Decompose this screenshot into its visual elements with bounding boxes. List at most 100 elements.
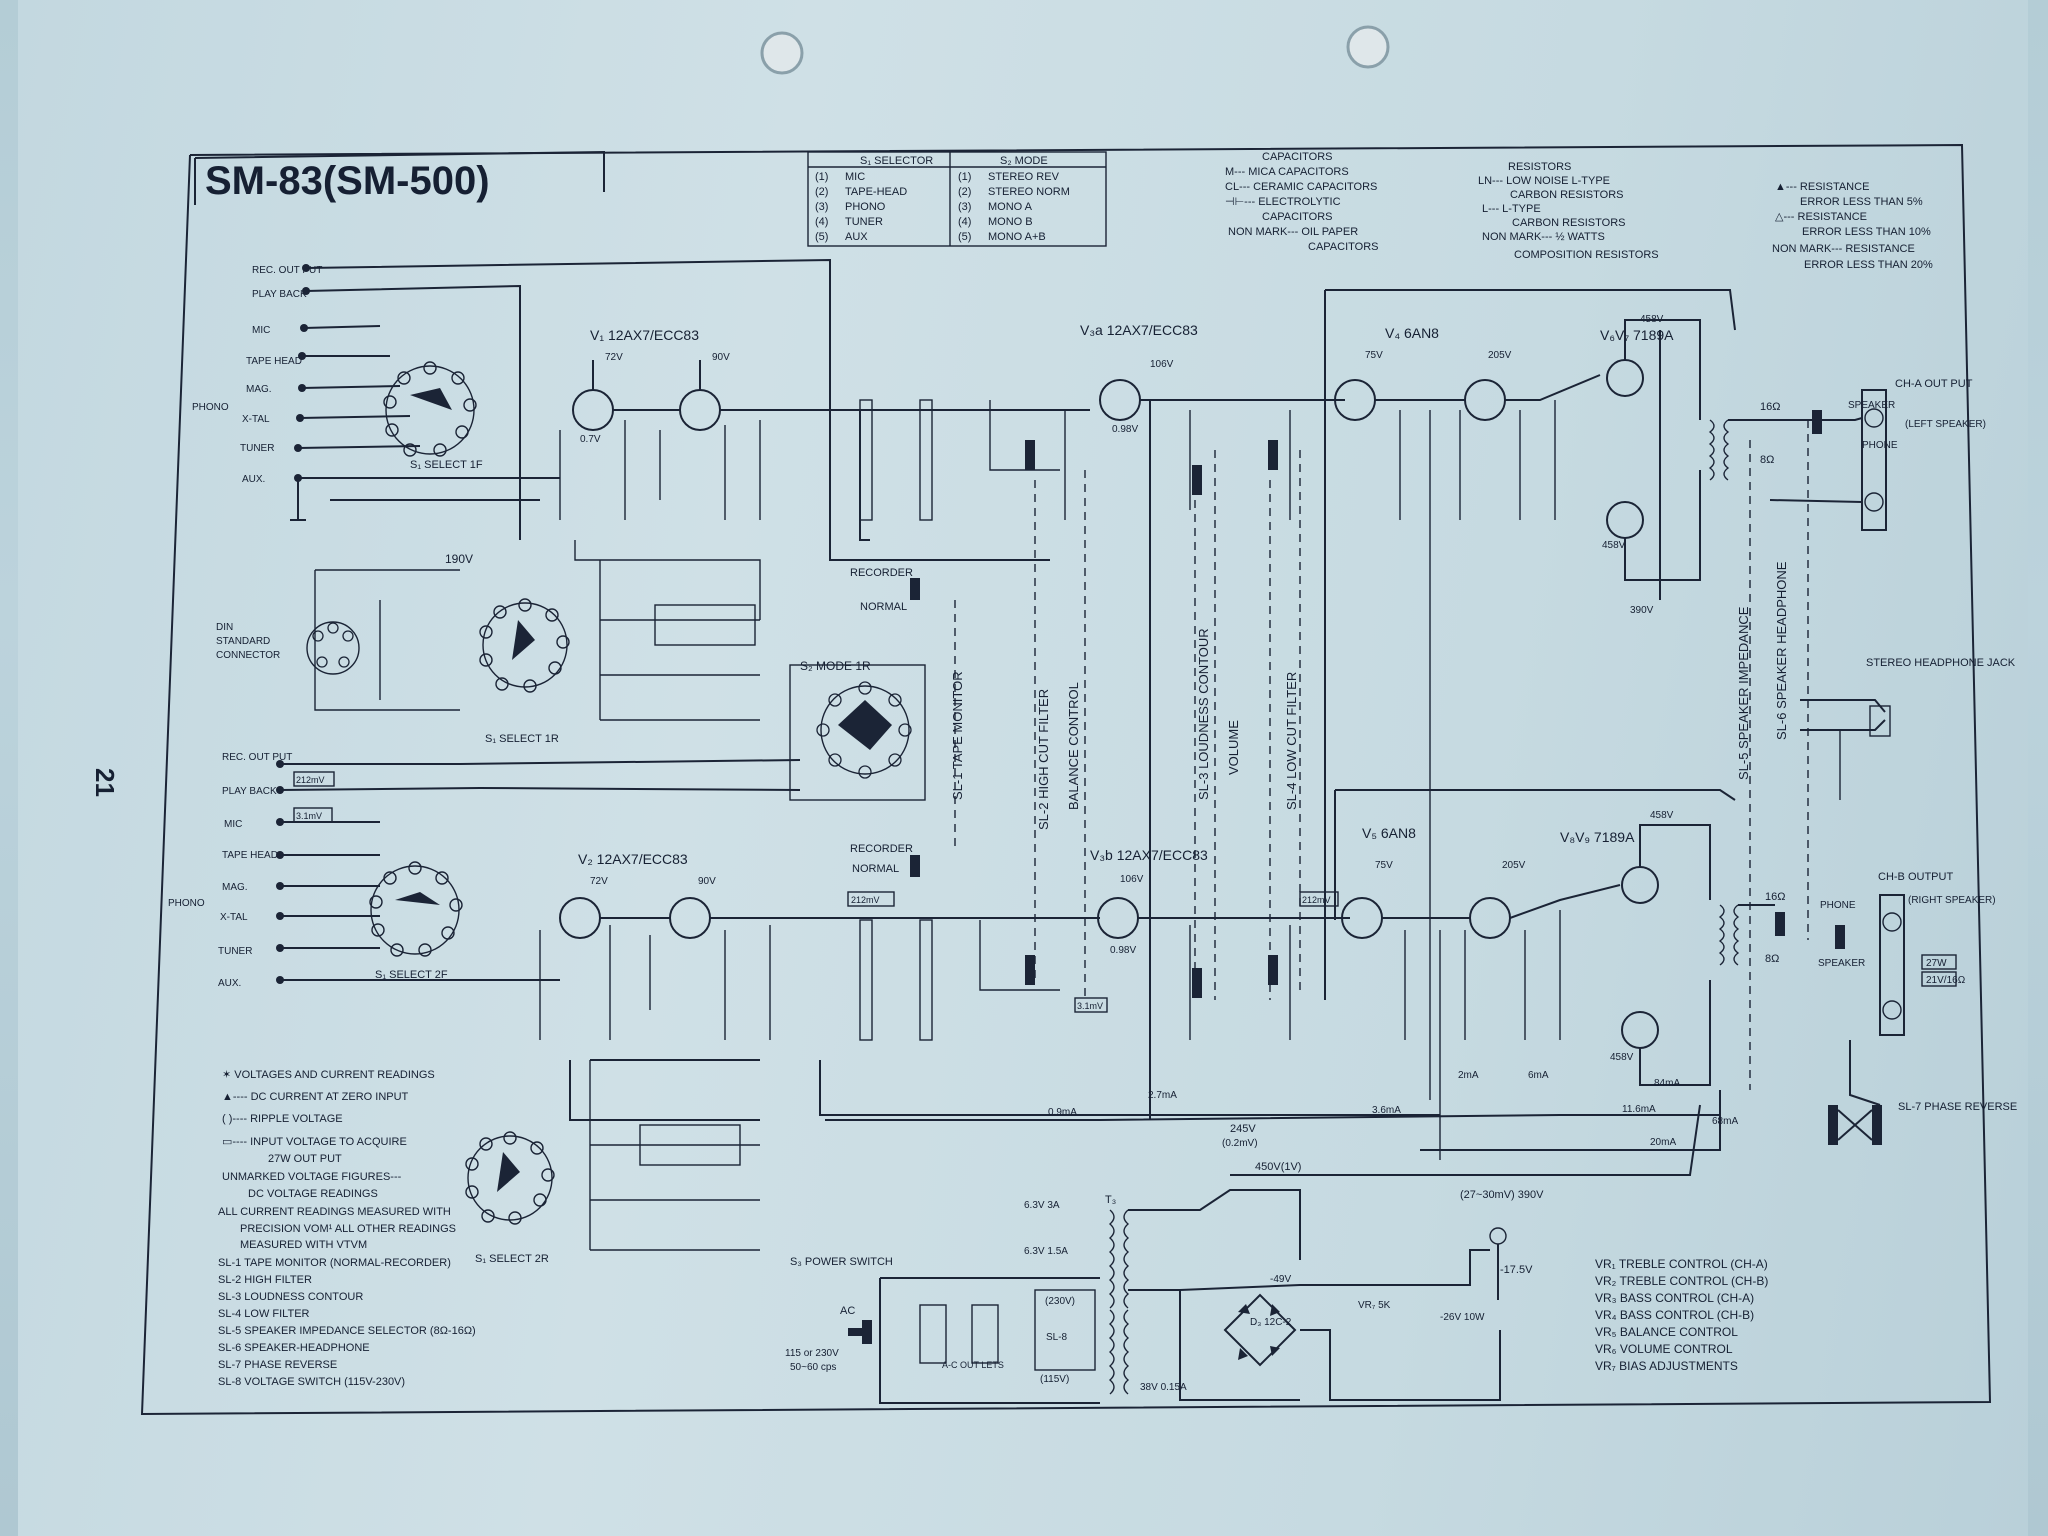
component-label: VR₇ 5K [1358,1300,1391,1311]
legend-line: LN--- LOW NOISE L-TYPE [1478,175,1610,187]
power-label: AC [840,1305,855,1317]
paper-sheet [18,0,2028,1536]
legend-line: CAPACITORS [1262,211,1333,223]
power-label: 6.3V 3A [1024,1200,1060,1211]
selector-header-left: S₁ SELECTOR [860,155,933,167]
vertical-label: SL-4 LOW CUT FILTER [1284,672,1299,810]
tolerance-legend: ▲--- RESISTANCE ERROR LESS THAN 5% △--- … [1772,181,1933,271]
selector-row-right: MONO A+B [988,231,1046,243]
s1-select-1r-switch: S₁ SELECT 1R [479,598,570,745]
capacitor-legend: CAPACITORS M--- MICA CAPACITORS CL--- CE… [1225,151,1379,253]
tone-section-b: 212mV V₃b 12AX7/ECC83 106V 0.98V 212mV 3… [845,847,1350,1041]
voltage-reading: 212mV [851,895,880,905]
voltage-reading: 106V [1120,874,1144,885]
legend-line: SL-3 LOUDNESS CONTOUR [218,1291,363,1303]
note-line: UNMARKED VOLTAGE FIGURES--- [222,1171,402,1183]
tube-label: V₈V₉ 7189A [1560,829,1635,845]
legend-line: L--- L-TYPE [1482,203,1541,215]
din-connector: DIN STANDARD CONNECTOR [216,569,460,711]
current-reading: 11.6mA [1622,1104,1656,1115]
legend-line: SL-1 TAPE MONITOR (NORMAL-RECORDER) [218,1257,451,1269]
legend-line: SL-6 SPEAKER-HEADPHONE [218,1342,370,1354]
component-label: D₃ 12C-2 [1250,1317,1292,1328]
output-label: CH-B OUTPUT [1878,871,1953,883]
note-line: ALL CURRENT READINGS MEASURED WITH [218,1206,451,1218]
vertical-label: SL-1 TAPE MONITOR [950,671,965,800]
current-reading: 6mA [1528,1070,1549,1081]
voltage-reading: 205V [1488,350,1512,361]
page-number: 21 [90,768,120,797]
switch-label: S₁ SELECT 2R [475,1253,549,1265]
vertical-label: SL-3 LOUDNESS CONTOUR [1196,628,1211,800]
stereo-headphone-jack: STEREO HEADPHONE JACK [1800,657,2016,800]
vertical-labels: SL-1 TAPE MONITOR SL-2 HIGH CUT FILTER B… [950,561,1789,830]
voltage-reading: 458V [1610,1052,1634,1063]
power-label: 115 or 230V [785,1348,839,1359]
selector-header-right: S₂ MODE [1000,155,1048,167]
legend-line: SL-2 HIGH FILTER [218,1274,312,1286]
switch-position-label: RECORDER [850,843,913,855]
voltage-reading: 16Ω [1765,891,1785,903]
tube-v2: V₂ 12AX7/ECC83 72V 90V [539,851,845,1040]
input-label: MAG. [246,384,272,395]
input-label: TAPE HEAD [222,850,278,861]
input-label: AUX. [242,474,265,485]
selector-row-right: STEREO REV [988,171,1060,183]
selector-row-left: AUX [845,231,868,243]
power-label: (230V) [1045,1296,1075,1307]
schematic-border [140,143,1992,1416]
input-label: TAPE HEAD [246,356,302,367]
voltage-reading: 90V [712,352,730,363]
selector-row-no: (3) [958,201,971,213]
output-transformer-a [1708,419,1730,481]
note-line: PRECISION VOM¹ ALL OTHER READINGS [240,1223,456,1235]
power-label: 38V 0.15A [1140,1382,1187,1393]
voltage-reading: 90V [698,876,716,887]
voltage-reading: 0.98V [1110,945,1136,956]
tube-label: V₃a 12AX7/ECC83 [1080,322,1198,338]
voltage-reading: 72V [605,352,623,363]
voltage-reading: 245V [1230,1123,1256,1135]
power-label: SL-8 [1046,1332,1068,1343]
tube-label: V₂ 12AX7/ECC83 [578,851,688,867]
voltage-reading: 106V [1150,359,1174,370]
vr-legend: VR₁ TREBLE CONTROL (CH-A) VR₂ TREBLE CON… [1595,1257,1768,1373]
switch-label: S₁ SELECT 1R [485,733,559,745]
s1-select-2r-switch: S₁ SELECT 2R [465,1131,555,1265]
note-line: MEASURED WITH VTVM [240,1239,367,1251]
note-line: ▲---- DC CURRENT AT ZERO INPUT [222,1091,409,1103]
legend-line: SL-8 VOLTAGE SWITCH (115V-230V) [218,1376,405,1388]
tube-label: V₄ 6AN8 [1385,325,1439,341]
output-stage-b: V₅ 6AN8 75V 205V V₈V₉ 7189A 458V 458V [1334,789,1845,1160]
selector-row-left: MIC [845,171,865,183]
selector-row-no: (2) [815,186,828,198]
vertical-label: SL-6 SPEAKER HEADPHONE [1774,561,1789,740]
selector-row-no: (4) [815,216,828,228]
page-title: SM-83(SM-500) [205,159,490,203]
tone-section-a: V₃a 12AX7/ECC83 106V 0.98V [830,322,1345,1120]
switch-label: S₁ SELECT 2F [375,969,448,981]
note-line: DC VOLTAGE READINGS [248,1188,378,1200]
input-label: MIC [224,819,242,830]
legend-line: NON MARK--- RESISTANCE [1772,243,1915,255]
input-label: REC. OUT PUT [252,265,322,276]
channel-a-inputs: REC. OUT PUT PLAY BACK MIC TAPE HEAD MAG… [192,258,1050,561]
output-label: PHONE [1820,900,1856,911]
legend-line: VR₆ VOLUME CONTROL [1595,1342,1733,1356]
tube-label: V₆V₇ 7189A [1600,327,1674,343]
current-reading: 3.6mA [1372,1105,1401,1116]
selector-row-left: TUNER [845,216,883,228]
note-line: ▭---- INPUT VOLTAGE TO ACQUIRE [222,1136,407,1148]
input-label: REC. OUT PUT [222,752,292,763]
note-line: ✶ VOLTAGES AND CURRENT READINGS [222,1069,435,1081]
power-label: S₃ POWER SWITCH [790,1256,893,1268]
din-label: DIN [216,622,233,633]
legend-line: RESISTORS [1508,161,1571,173]
selector-row-no: (5) [815,231,828,243]
output-label: STEREO HEADPHONE JACK [1866,657,2016,669]
switch-position-label: RECORDER [850,567,913,579]
voltage-reading: -26V 10W [1440,1312,1485,1323]
voltage-reading: 16Ω [1760,401,1780,413]
selector-row-no: (1) [958,171,971,183]
